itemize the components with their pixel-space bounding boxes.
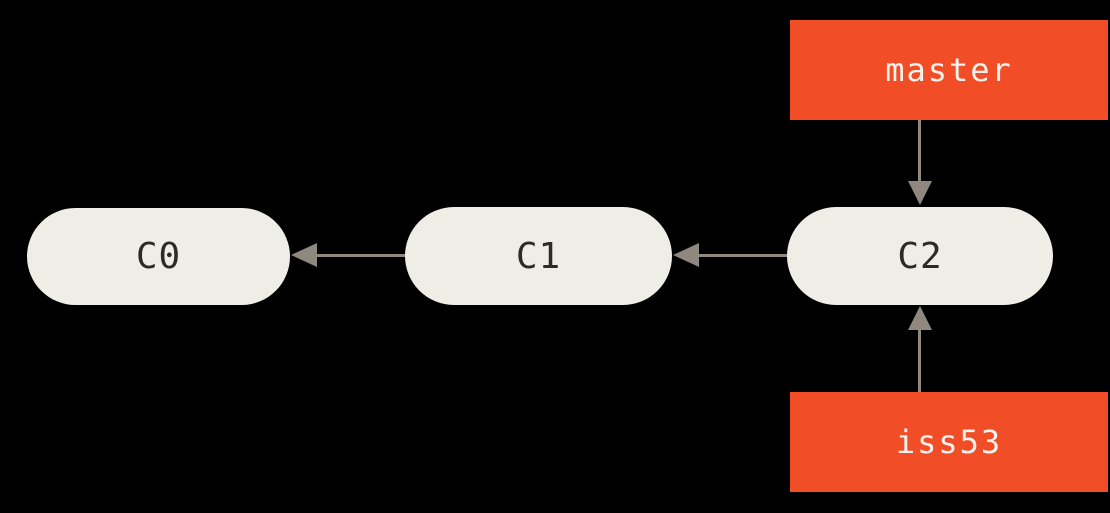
arrowhead-master-to-c2-icon [908,181,932,205]
arrow-line-c1-to-c0 [315,254,405,257]
branch-label-master: master [790,20,1108,120]
arrow-line-c2-to-c1 [697,254,787,257]
arrow-line-master-to-c2 [918,120,921,182]
arrowhead-c2-to-c1-icon [673,243,699,267]
arrow-line-iss53-to-c2 [918,329,921,392]
commit-node-c1: C1 [405,207,672,305]
commit-node-c0: C0 [27,208,290,305]
commit-node-c2: C2 [787,207,1053,305]
branch-label-iss53: iss53 [790,392,1108,492]
arrowhead-c1-to-c0-icon [291,243,317,267]
arrowhead-iss53-to-c2-icon [908,306,932,330]
